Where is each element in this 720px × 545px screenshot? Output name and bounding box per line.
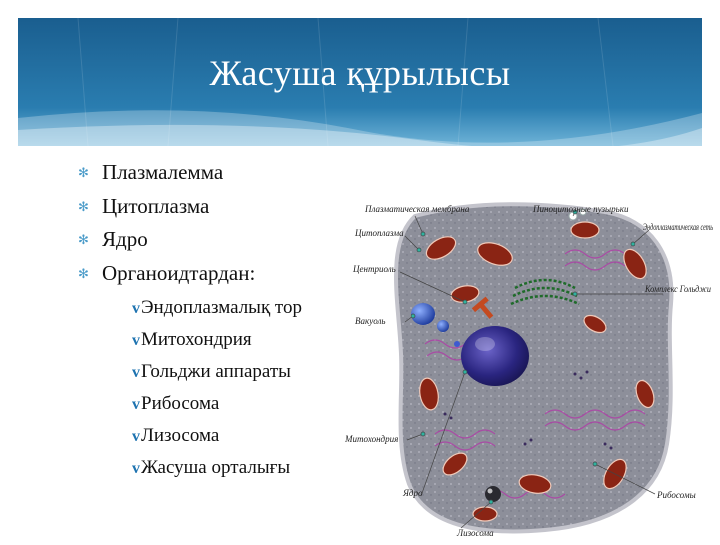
vacuole	[437, 320, 449, 332]
vacuole	[411, 303, 435, 325]
bullet-item: ✻Органоидтардан:	[78, 257, 255, 291]
bullet-item: ✻Цитоплазма	[78, 190, 255, 224]
sub-list-item: vМитохондрия	[132, 324, 302, 356]
label-cytoplasm: Цитоплазма	[354, 228, 404, 238]
snowflake-bullet-icon: ✻	[78, 156, 89, 190]
sub-list-item: vЛизосома	[132, 420, 302, 452]
label-mitochondria: Митохондрия	[345, 434, 398, 444]
label-centriole: Центриоль	[352, 264, 396, 274]
label-pinocytic-vesicles: Пиноцитозные пузырьки	[532, 204, 629, 214]
sub-list-item: vЖасуша орталығы	[132, 452, 302, 484]
nucleus	[461, 326, 529, 386]
checkmark-bullet-icon: v	[132, 428, 140, 445]
vesicle	[454, 341, 460, 347]
snowflake-bullet-icon: ✻	[78, 190, 89, 224]
lysosome	[485, 486, 501, 502]
label-ribosomes: Рибосомы	[656, 490, 696, 500]
sub-list-item: vРибосома	[132, 388, 302, 420]
slide-title: Жасуша құрылысы	[0, 52, 720, 94]
main-bullet-list: ✻Плазмалемма ✻Цитоплазма ✻Ядро ✻Органоид…	[78, 156, 255, 290]
snowflake-bullet-icon: ✻	[78, 257, 89, 291]
snowflake-bullet-icon: ✻	[78, 223, 89, 257]
label-vacuole: Вакуоль	[355, 316, 386, 326]
checkmark-bullet-icon: v	[132, 364, 140, 381]
bullet-item: ✻Плазмалемма	[78, 156, 255, 190]
label-lysosome: Лизосома	[456, 528, 494, 538]
label-er: Эндоплазматическая сеть	[643, 222, 713, 232]
organelle-list: vЭндоплазмалық тор vМитохондрия vГольджи…	[132, 292, 302, 484]
bullet-item: ✻Ядро	[78, 223, 255, 257]
checkmark-bullet-icon: v	[132, 332, 140, 349]
label-nucleus: Ядро	[402, 488, 423, 498]
checkmark-bullet-icon: v	[132, 460, 140, 477]
label-plasma-membrane: Плазматическая мембрана	[364, 204, 470, 214]
sub-list-item: vГольджи аппараты	[132, 356, 302, 388]
label-golgi: Комплекс Гольджи	[644, 284, 711, 294]
cell-diagram: Плазматическая мембрана Цитоплазма Центр…	[345, 194, 715, 540]
checkmark-bullet-icon: v	[132, 300, 140, 317]
checkmark-bullet-icon: v	[132, 396, 140, 413]
sub-list-item: vЭндоплазмалық тор	[132, 292, 302, 324]
